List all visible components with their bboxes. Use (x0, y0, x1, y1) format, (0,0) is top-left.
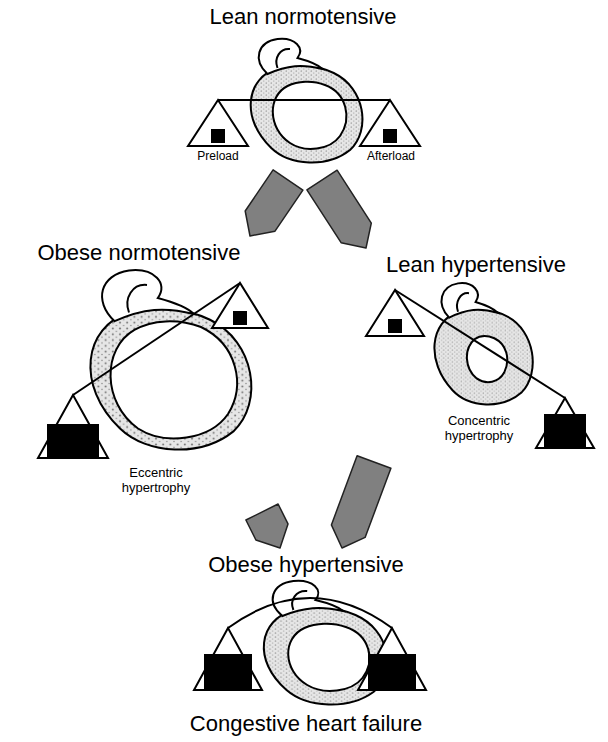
stage-group: Obese normotensiveEccentric hypertrophy (4, 236, 296, 512)
balance-scale (188, 100, 420, 146)
balance-scale (366, 290, 594, 448)
pan-label: Afterload (350, 150, 432, 164)
stage-title: Obese hypertensive (186, 552, 426, 577)
stage-group: Obese hypertensiveCongestive heart failu… (186, 548, 428, 742)
pan-label: Preload (180, 150, 256, 164)
stage-caption: Congestive heart failure (186, 711, 426, 736)
heart-concentric (434, 283, 532, 404)
block-arrow (331, 456, 391, 548)
heart-eccentric (90, 270, 251, 449)
block-arrow (307, 170, 371, 248)
balance-scale (38, 283, 268, 458)
stage-caption: Eccentric hypertrophy (100, 466, 212, 496)
stage-title: Lean hypertensive (356, 252, 596, 277)
stage-title: Lean normotensive (178, 4, 428, 29)
block-arrow (245, 170, 303, 236)
block-arrow (246, 504, 288, 548)
stage-caption: Concentric hypertrophy (425, 414, 533, 444)
stage-title: Obese normotensive (4, 240, 274, 265)
stage-group: Lean hypertensiveConcentric hypertrophy (350, 248, 604, 462)
balance-scale (194, 598, 426, 690)
